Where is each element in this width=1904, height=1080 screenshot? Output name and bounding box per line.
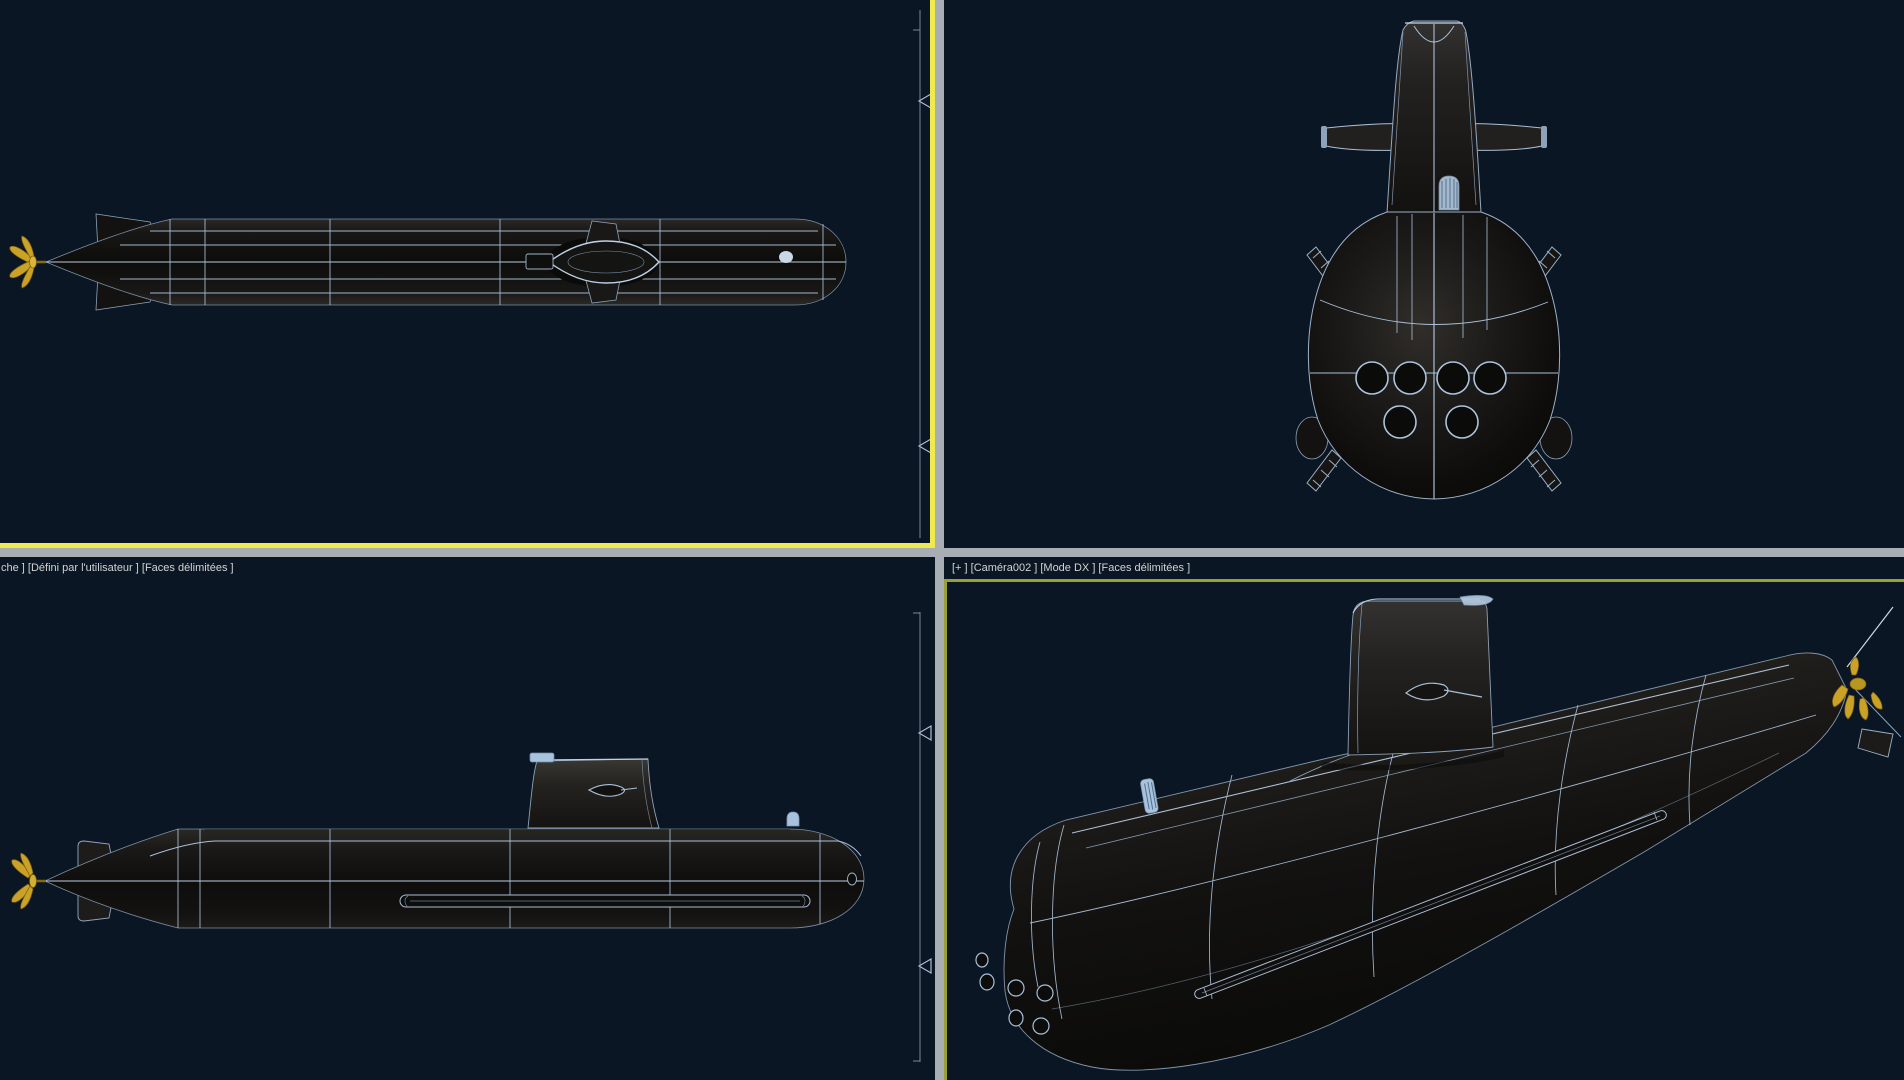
flank-array [1194, 810, 1667, 999]
fairwater-planes [1321, 123, 1547, 151]
sail-top [525, 220, 660, 304]
triangle-left-icon[interactable] [917, 724, 932, 742]
submarine-top-view[interactable] [0, 0, 935, 548]
triangle-left-icon[interactable] [917, 957, 932, 975]
viewport-label-bottom-left[interactable]: che ] [Défini par l'utilisateur ] [Faces… [1, 562, 234, 574]
periscope-head [529, 752, 555, 763]
sail-perspective [1289, 595, 1504, 782]
viewport-label-bottom-right[interactable]: [+ ] [Caméra002 ] [Mode DX ] [Faces déli… [952, 562, 1191, 574]
hull-wireframe [46, 219, 846, 305]
sail-emblem [1404, 682, 1483, 701]
active-viewport-border-bottom [0, 543, 935, 548]
stern-assembly [1832, 606, 1902, 758]
viewport-edge-track [913, 10, 921, 538]
sail-top-plate [1459, 595, 1494, 606]
hull-wireframe [46, 829, 864, 928]
deck-band [205, 829, 790, 841]
sail-side [527, 752, 660, 829]
submarine-perspective-view[interactable] [944, 557, 1904, 1080]
submarine-front-view[interactable] [944, 0, 1904, 548]
flank-array [399, 894, 811, 908]
camera-viewport-border-top [944, 579, 1904, 582]
viewport-splitter-horizontal[interactable] [0, 548, 1904, 557]
sail-front [1386, 20, 1482, 214]
hull [44, 828, 865, 929]
bow-portholes [975, 952, 1054, 1035]
viewport-top-left[interactable] [0, 0, 935, 548]
propeller [9, 235, 46, 289]
viewport-bottom-right[interactable] [944, 557, 1904, 1080]
propeller [1832, 656, 1883, 721]
dome-wireframe [1310, 213, 1558, 499]
bow-porthole [847, 872, 857, 886]
submarine-side-view[interactable] [0, 557, 935, 1080]
snorkel-dome [786, 811, 800, 827]
viewport-splitter-vertical[interactable] [935, 0, 944, 1080]
torpedo-tubes [1355, 361, 1507, 439]
periscope-mast [1140, 778, 1159, 814]
deck-dome [779, 251, 793, 263]
viewport-bottom-left[interactable] [0, 557, 935, 1080]
viewport-top-right[interactable] [944, 0, 1904, 548]
active-viewport-border-right [930, 0, 935, 548]
camera-viewport-border-left [944, 579, 947, 1080]
sail-ladder [1438, 175, 1460, 211]
viewport-edge-track [913, 612, 921, 1062]
deck-hatch [525, 253, 554, 270]
propeller [11, 852, 46, 910]
sail-emblem [587, 784, 638, 797]
